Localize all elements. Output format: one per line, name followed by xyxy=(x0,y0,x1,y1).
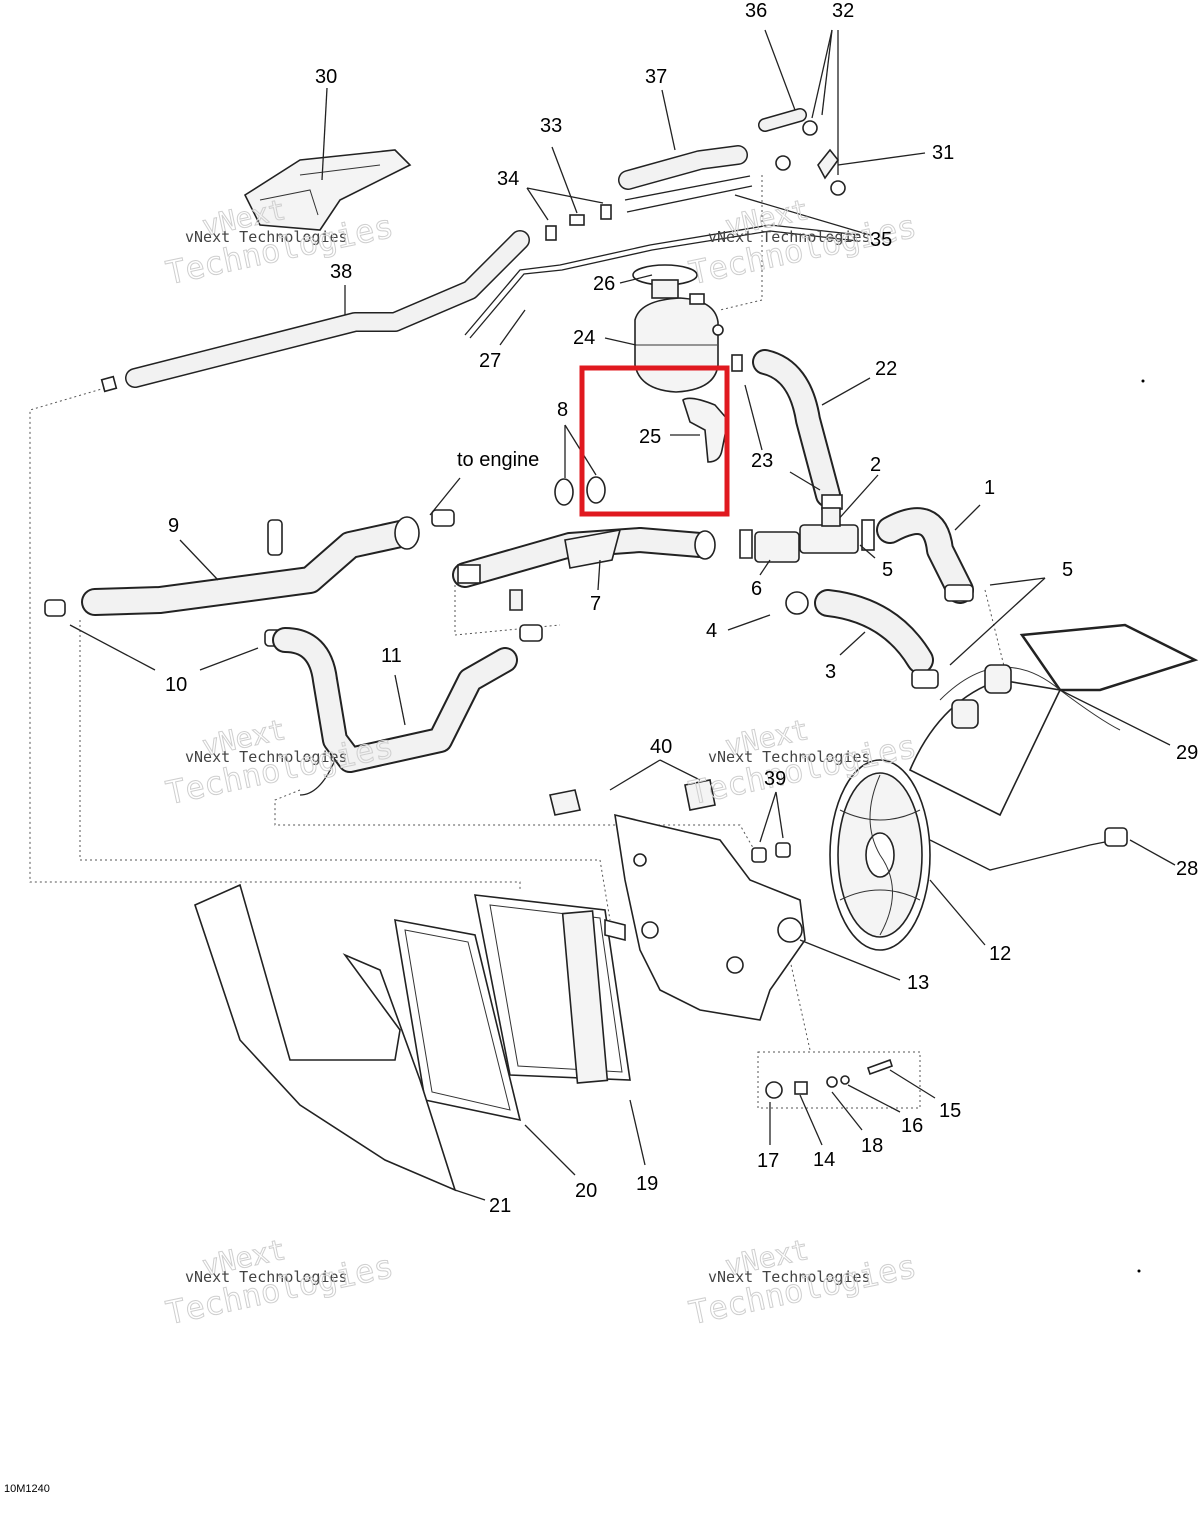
callout-8: 8 xyxy=(557,399,568,421)
part-29-shroud xyxy=(908,623,1199,817)
part-9-hose xyxy=(81,509,455,616)
callout-15: 15 xyxy=(939,1100,961,1122)
svg-text:vNext Technologies: vNext Technologies xyxy=(708,228,871,246)
callout-10: 10 xyxy=(165,674,187,696)
part-25-elbow xyxy=(670,397,729,463)
callout-2: 2 xyxy=(870,454,881,476)
to-engine-note: to engine xyxy=(429,449,539,516)
part-21-panel xyxy=(194,883,486,1201)
svg-text:vNext Technologies: vNext Technologies xyxy=(708,748,871,766)
callout-21: 21 xyxy=(489,1195,511,1217)
svg-text:vNext Technologies: vNext Technologies xyxy=(185,1268,348,1286)
callout-24: 24 xyxy=(573,327,595,349)
callout-14: 14 xyxy=(813,1149,835,1171)
part-38-hose xyxy=(100,230,530,393)
hardware-kit xyxy=(757,1051,936,1146)
to-engine-label: to engine xyxy=(457,449,539,471)
callout-27: 27 xyxy=(479,350,501,372)
svg-text:vNext Technologies: vNext Technologies xyxy=(708,1268,871,1286)
part-28-wire xyxy=(929,827,1176,871)
callout-38: 38 xyxy=(330,261,352,283)
callout-31: 31 xyxy=(932,142,954,164)
watermark-1: vNext vNext Technologies Technologies xyxy=(162,192,397,292)
callout-9: 9 xyxy=(168,515,179,537)
part-4-clamp xyxy=(727,591,809,631)
stray-mark xyxy=(1137,1269,1141,1273)
callout-30: 30 xyxy=(315,66,337,88)
callout-23: 23 xyxy=(751,450,773,472)
part-7-pipe xyxy=(452,527,716,611)
part-40-brackets xyxy=(549,759,716,816)
watermark-3: vNext vNext Technologies Technologies xyxy=(162,712,397,812)
callout-20: 20 xyxy=(575,1180,597,1202)
callout-5-left: 5 xyxy=(882,559,893,581)
callout-1: 1 xyxy=(984,477,995,499)
part-3-hose xyxy=(814,589,939,689)
part-13-fan-shroud xyxy=(614,813,901,1021)
watermark-6: vNext vNext Technologies Technologies xyxy=(685,1232,920,1332)
callout-26: 26 xyxy=(593,273,615,295)
callout-4: 4 xyxy=(706,620,717,642)
part-20-guard xyxy=(394,919,576,1176)
callout-19: 19 xyxy=(636,1173,658,1195)
callout-33: 33 xyxy=(540,115,562,137)
callout-3: 3 xyxy=(825,661,836,683)
callout-29: 29 xyxy=(1176,742,1198,764)
part-5-clamps xyxy=(859,544,1046,666)
callout-40: 40 xyxy=(650,736,672,758)
callout-labels: 1 2 3 4 5 5 6 7 8 9 10 11 12 13 14 15 16… xyxy=(165,0,1198,1217)
callout-35: 35 xyxy=(870,229,892,251)
callout-32: 32 xyxy=(832,0,854,22)
watermark-5: vNext vNext Technologies Technologies xyxy=(162,1232,397,1332)
part-19-radiator xyxy=(474,894,646,1166)
callout-37: 37 xyxy=(645,66,667,88)
callout-25: 25 xyxy=(639,426,661,448)
callout-17: 17 xyxy=(757,1150,779,1172)
svg-text:vNext Technologies: vNext Technologies xyxy=(185,228,348,246)
part-11-hose xyxy=(272,627,518,796)
svg-text:vNext Technologies: vNext Technologies xyxy=(185,748,348,766)
callout-5-right: 5 xyxy=(1062,559,1073,581)
part-33-34-fittings xyxy=(526,146,612,241)
diagram-code: 10M1240 xyxy=(4,1483,50,1495)
part-6-pipe xyxy=(739,529,800,576)
part-39-grommets xyxy=(751,791,791,863)
highlight-box-part-25 xyxy=(579,365,730,517)
callout-7: 7 xyxy=(590,593,601,615)
part-2-clamp xyxy=(821,474,879,523)
part-35-hose xyxy=(624,175,871,236)
callout-22: 22 xyxy=(875,358,897,380)
callout-16: 16 xyxy=(901,1115,923,1137)
callout-39: 39 xyxy=(764,768,786,790)
part-22-hose xyxy=(744,349,871,508)
callout-18: 18 xyxy=(861,1135,883,1157)
callout-11: 11 xyxy=(381,645,402,667)
stray-mark xyxy=(1141,379,1145,383)
callout-28: 28 xyxy=(1176,858,1198,880)
callout-13: 13 xyxy=(907,972,929,994)
callout-34: 34 xyxy=(497,168,519,190)
part-12-fan xyxy=(829,759,986,951)
callout-12: 12 xyxy=(989,943,1011,965)
part-37-hose xyxy=(618,89,748,190)
callout-6: 6 xyxy=(751,578,762,600)
tee-fitting xyxy=(799,507,875,554)
callout-36: 36 xyxy=(745,0,767,22)
part-8-clamps xyxy=(554,424,606,506)
part-27-hose xyxy=(464,224,861,346)
part-31-32-36-fittings xyxy=(758,29,926,196)
part-30-bracket xyxy=(243,87,412,231)
part-1-hose xyxy=(876,504,981,604)
